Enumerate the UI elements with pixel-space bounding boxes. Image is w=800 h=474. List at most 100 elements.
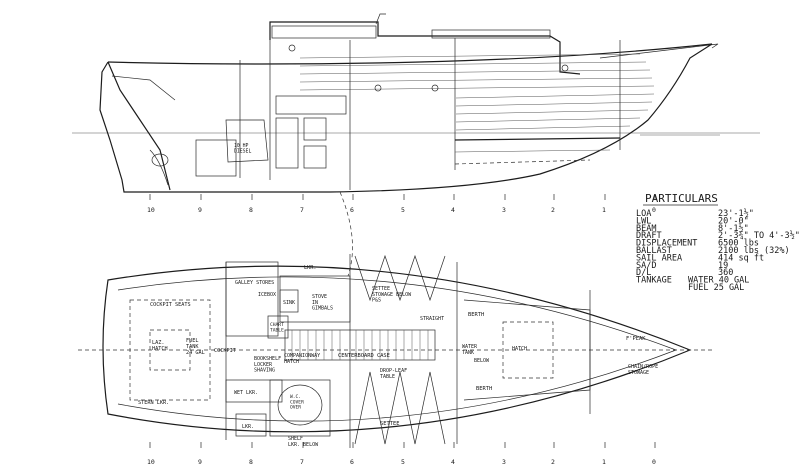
sink-box [279,289,299,313]
particulars-label: D/L [636,268,651,278]
station-number: 5 [401,458,405,466]
particulars-value: 2100 lbs (32%) [718,246,790,256]
settee-cushion-top [354,254,446,302]
particulars-label: DISPLACEMENT [636,239,697,249]
particulars-value: FUEL 25 GAL [688,283,744,293]
station-number: 0 [652,206,656,214]
label-settee-bottom: SETTEE [380,421,399,427]
settee-top [454,137,621,141]
cabin-trunk [269,21,581,75]
portlight [288,44,296,52]
station-number: 7 [300,458,304,466]
label-cockpit: COCKPIT [214,348,236,354]
station-number: 4 [451,458,455,466]
propeller [151,153,169,167]
galley-drawer [303,145,327,169]
label-lkr-bottom: LKR. [242,424,254,430]
particulars-label: LOA [636,209,651,219]
cabin-sole [284,329,436,361]
wet-locker-box [225,379,283,403]
rudder-outline [107,61,171,191]
label-straight: STRAIGHT [420,316,444,322]
cockpit-well [195,139,237,177]
centerboard-swing [339,191,353,277]
label-berth-bottom: BERTH [476,386,492,392]
station-number: 1 [602,458,606,466]
label-cockpit-seats: COCKPIT SEATS [150,302,191,308]
label-sink: SINK [283,300,295,306]
portlight [431,84,439,92]
portlight [561,64,569,72]
station-number: 8 [249,206,253,214]
station-number: 10 [147,458,155,466]
particulars-title: PARTICULARS [645,192,718,205]
label-below: BELOW [474,358,490,364]
particulars-label: SA/D [636,261,656,271]
engine-block [225,119,269,163]
galley-locker [275,117,299,169]
label-laz-hatch: LAZ.HATCH [152,340,168,352]
planking-lines [299,53,655,131]
label-stern-lkr: STERN LKR. [138,400,169,406]
station-number: 1 [602,206,606,214]
particulars-label: DRAFT [636,231,662,241]
label-wet-lkr: WET LKR. [234,390,258,396]
particulars-label: BALLAST [636,246,672,256]
settee-cushion-bottom [354,371,446,445]
station-number: 7 [300,206,304,214]
particulars-value: 23'-1½" [718,208,754,219]
forward-hatch-profile [431,29,551,39]
cockpit-well-plan [129,299,211,401]
label-berth-top: BERTH [468,312,484,318]
galley-stores-box [225,261,279,337]
label-centerboard: CENTERBOARD CASE [338,353,390,359]
station-number: 0 [652,458,656,466]
propeller-aperture [149,149,169,186]
particulars-label: BEAM [636,224,656,234]
galley-drawer [303,117,327,141]
particulars-value: WATER 40 GAL [688,276,749,286]
chart-table-box [267,315,289,339]
particulars-value: 2'-3¾" TO 4'-3½" [718,230,800,241]
tiller [111,75,176,101]
particulars-value: 360 [718,268,733,278]
station-number: 6 [350,206,354,214]
station-number: 3 [502,458,506,466]
particulars-label: SAIL AREA [636,253,682,263]
cabin-top [271,25,377,39]
station-number: 3 [502,206,506,214]
vent-cowl [375,13,386,25]
particulars-label: TANKAGE [636,276,672,286]
particulars-label: LWL [636,216,651,226]
locker-box [235,413,267,437]
deck-outline [102,265,692,433]
station-number: 2 [551,206,555,214]
particulars-value: 6500 lbs [718,239,759,249]
station-number: 9 [198,206,202,214]
station-number: 9 [198,458,202,466]
label-hatch: HATCH [512,346,527,352]
lazarette-hatch [149,329,191,371]
station-number: 5 [401,206,405,214]
plan-view [78,254,712,448]
station-number: 4 [451,206,455,214]
particulars-value: 414 sq ft [718,253,764,263]
forward-hatch [502,321,554,379]
station-number: 10 [147,206,155,214]
particulars-value: 20'-0" [718,216,749,226]
